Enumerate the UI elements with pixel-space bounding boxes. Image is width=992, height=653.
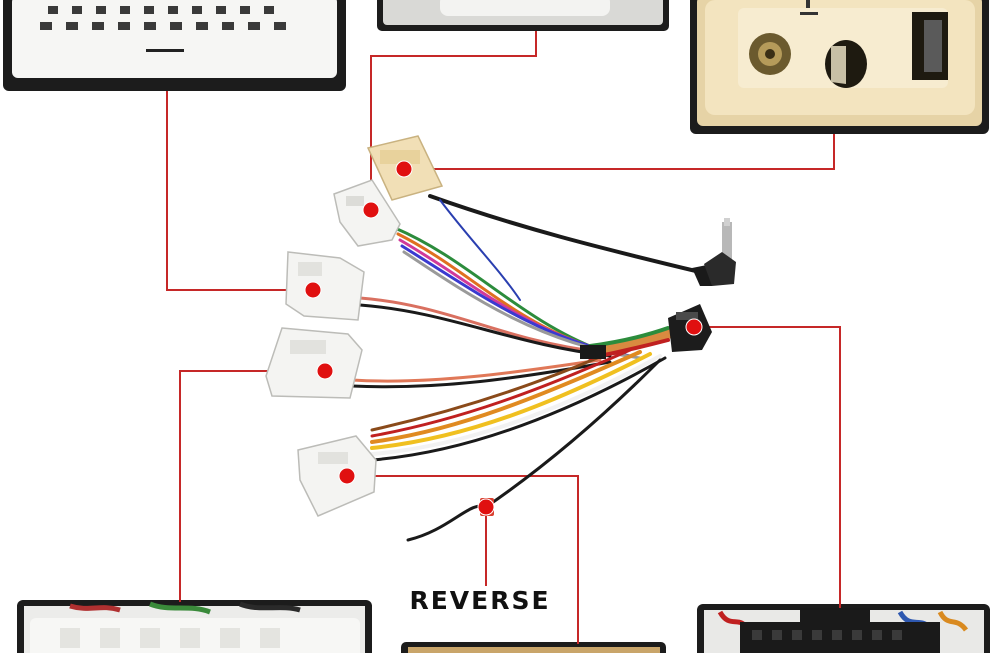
reverse-label: REVERSE [409, 586, 551, 615]
inset-panel-top-left [3, 0, 346, 91]
connector-white-middle [265, 327, 363, 399]
inset-panel-top-center [377, 0, 669, 31]
callout-dots [304, 160, 703, 516]
inset-panel-bottom-center [401, 642, 666, 653]
connector-white-lower [297, 435, 377, 517]
wire-bundle [350, 194, 702, 542]
inset-panel-bottom-left [17, 600, 372, 653]
connector-white-upper [285, 251, 365, 321]
antenna-plug-icon [692, 218, 736, 286]
inset-panel-bottom-right [697, 604, 990, 653]
inset-panel-top-right [690, 0, 989, 134]
